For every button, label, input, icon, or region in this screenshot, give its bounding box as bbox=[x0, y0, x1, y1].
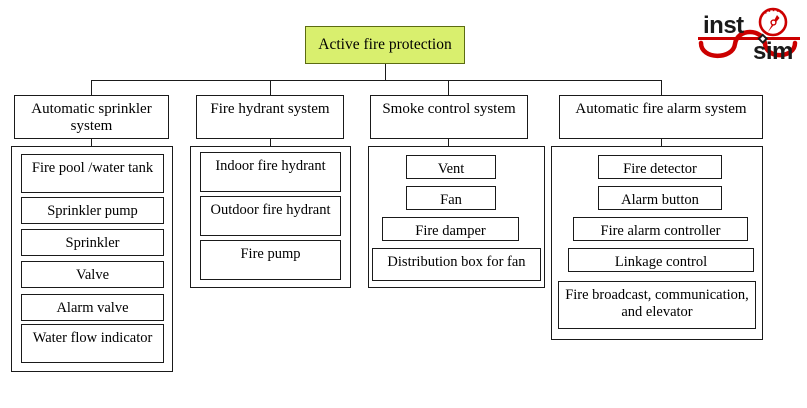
leaf-sprinkler[interactable]: Sprinkler bbox=[21, 229, 164, 256]
leaf-label: Valve bbox=[75, 267, 109, 283]
leaf-label: Indoor fire hydrant bbox=[215, 158, 326, 174]
leaf-linkage-control[interactable]: Linkage control bbox=[568, 248, 754, 272]
leaf-fire-pool-water-tank[interactable]: Fire pool /water tank bbox=[21, 154, 164, 193]
leaf-label: Sprinkler bbox=[65, 235, 120, 251]
connector-branch-4-to-group bbox=[660, 139, 662, 146]
connector-bus-to-branch-1 bbox=[91, 80, 93, 95]
logo-svg: inst sim bbox=[698, 7, 800, 65]
leaf-alarm-valve[interactable]: Alarm valve bbox=[21, 294, 164, 321]
leaf-label: Distribution box for fan bbox=[387, 254, 526, 270]
leaf-fire-alarm-controller[interactable]: Fire alarm controller bbox=[573, 217, 748, 241]
leaf-fire-pump[interactable]: Fire pump bbox=[200, 240, 341, 280]
root-node-label: Active fire protection bbox=[318, 36, 452, 54]
leaf-outdoor-fire-hydrant[interactable]: Outdoor fire hydrant bbox=[200, 196, 341, 236]
branch-node-label: Fire hydrant system bbox=[210, 101, 330, 117]
leaf-distribution-box-for-fan[interactable]: Distribution box for fan bbox=[372, 248, 541, 281]
branch-node-label: Smoke control system bbox=[382, 101, 516, 117]
connector-bus-to-branch-3 bbox=[448, 80, 450, 95]
leaf-label: Outdoor fire hydrant bbox=[210, 202, 331, 218]
connector-bus-to-branch-2 bbox=[270, 80, 272, 95]
leaf-alarm-button[interactable]: Alarm button bbox=[598, 186, 722, 210]
branch-node-smoke-control-system[interactable]: Smoke control system bbox=[370, 95, 528, 139]
branch-node-fire-hydrant-system[interactable]: Fire hydrant system bbox=[196, 95, 344, 139]
leaf-label: Fire detector bbox=[623, 161, 697, 177]
leaf-indoor-fire-hydrant[interactable]: Indoor fire hydrant bbox=[200, 152, 341, 192]
leaf-valve[interactable]: Valve bbox=[21, 261, 164, 288]
connector-branch-1-to-group bbox=[91, 139, 93, 146]
leaf-label: Fire pump bbox=[240, 246, 301, 262]
leaf-fire-detector[interactable]: Fire detector bbox=[598, 155, 722, 179]
connector-root-down bbox=[384, 64, 386, 80]
branch-node-automatic-sprinkler-system[interactable]: Automatic sprinkler system bbox=[14, 95, 169, 139]
leaf-label: Fan bbox=[440, 192, 462, 208]
leaf-label: Alarm valve bbox=[56, 300, 129, 316]
branch-node-label: Automatic fire alarm system bbox=[575, 101, 747, 117]
leaf-label: Water flow indicator bbox=[32, 330, 153, 346]
leaf-fan[interactable]: Fan bbox=[406, 186, 496, 210]
instsim-logo: inst sim bbox=[695, 2, 803, 65]
leaf-sprinkler-pump[interactable]: Sprinkler pump bbox=[21, 197, 164, 224]
connector-bus-to-branch-4 bbox=[660, 80, 662, 95]
leaf-label: Linkage control bbox=[614, 254, 708, 270]
branch-node-label: Automatic sprinkler system bbox=[31, 101, 152, 134]
leaf-label: Vent bbox=[437, 161, 465, 177]
leaf-fire-broadcast-communication-elevator[interactable]: Fire broadcast, communication, and eleva… bbox=[558, 281, 756, 329]
connector-branch-3-to-group bbox=[448, 139, 450, 146]
leaf-water-flow-indicator[interactable]: Water flow indicator bbox=[21, 324, 164, 363]
leaf-label: Fire pool /water tank bbox=[31, 160, 154, 176]
logo-word-top: inst bbox=[703, 12, 744, 39]
leaf-label: Sprinkler pump bbox=[47, 203, 138, 219]
root-node-active-fire-protection[interactable]: Active fire protection bbox=[305, 26, 465, 64]
logo-word-bottom: sim bbox=[753, 38, 793, 64]
connector-bus-horizontal bbox=[91, 79, 662, 81]
leaf-label: Fire alarm controller bbox=[600, 223, 721, 239]
leaf-label: Fire broadcast, communication, and eleva… bbox=[565, 287, 749, 320]
leaf-vent[interactable]: Vent bbox=[406, 155, 496, 179]
leaf-label: Fire damper bbox=[415, 223, 486, 239]
leaf-label: Alarm button bbox=[621, 192, 699, 208]
leaf-fire-damper[interactable]: Fire damper bbox=[382, 217, 519, 241]
branch-node-automatic-fire-alarm-system[interactable]: Automatic fire alarm system bbox=[559, 95, 763, 139]
connector-branch-2-to-group bbox=[270, 139, 272, 146]
